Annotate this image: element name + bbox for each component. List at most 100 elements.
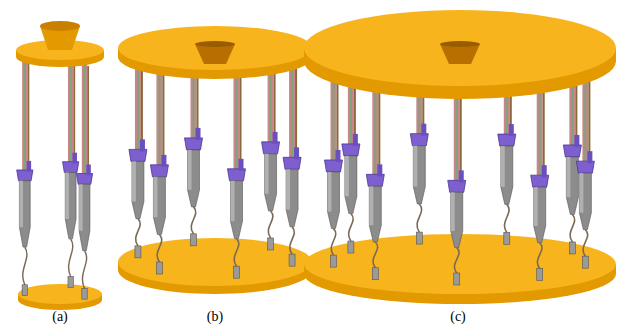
foot	[82, 288, 87, 299]
cylinder-highlight	[534, 187, 538, 226]
foot	[68, 277, 73, 288]
flex-wire	[136, 219, 141, 246]
leg-rod-stripe	[539, 82, 541, 175]
actuator-cylinder	[19, 181, 30, 247]
foot	[191, 234, 197, 246]
joint-block	[459, 170, 464, 182]
actuator-cylinder	[501, 146, 513, 204]
flex-wire	[69, 239, 73, 277]
cup-rim	[440, 41, 480, 47]
actuator-cylinder	[286, 169, 298, 226]
joint-block	[353, 134, 358, 146]
joint-block	[421, 124, 426, 136]
cylinder-highlight	[579, 173, 583, 213]
flex-wire	[504, 204, 509, 232]
base-disk	[118, 238, 312, 286]
leg-rod-side	[162, 72, 164, 165]
actuator-cylinder	[265, 154, 277, 211]
joint-block	[196, 128, 201, 140]
cylinder-highlight	[451, 192, 455, 231]
flex-wire	[290, 227, 295, 254]
foot	[416, 232, 422, 244]
cylinder-highlight	[230, 181, 234, 221]
foot	[22, 285, 27, 296]
cylinder-highlight	[327, 172, 331, 212]
flex-wire	[191, 207, 196, 234]
joint-block	[587, 151, 592, 163]
flex-wire	[417, 204, 422, 232]
joint-block	[238, 159, 243, 171]
foot	[330, 255, 336, 267]
leg-rod	[22, 59, 27, 170]
flex-wire	[454, 248, 459, 273]
joint-block	[542, 165, 547, 177]
cylinder-highlight	[345, 156, 349, 196]
leg-rod-side	[460, 92, 462, 181]
panel-label: (c)	[450, 309, 466, 325]
leg-rod-side	[295, 65, 297, 158]
cylinder-highlight	[153, 177, 157, 217]
actuator-cylinder	[79, 184, 90, 250]
leg-rod	[537, 82, 543, 175]
leg-rod	[289, 61, 295, 158]
actuator-cylinder	[327, 172, 339, 229]
cylinder-highlight	[132, 161, 136, 201]
cylinder-highlight	[501, 146, 505, 187]
leg-rod	[82, 62, 87, 173]
cylinder-highlight	[369, 186, 373, 225]
foot	[268, 238, 274, 250]
actuator-cylinder	[579, 173, 591, 230]
joint-block	[335, 150, 340, 162]
actuator-cylinder	[369, 186, 381, 242]
actuator-cylinder	[153, 177, 165, 235]
flex-wire	[23, 247, 27, 285]
joint-block	[574, 135, 579, 147]
leg-rod-side	[73, 54, 75, 161]
panel-label: (a)	[52, 309, 68, 325]
actuator-cylinder	[345, 156, 357, 214]
cylinder-highlight	[19, 181, 23, 227]
flex-wire	[373, 242, 378, 268]
leg-rod-side	[378, 85, 380, 174]
foot	[233, 266, 239, 278]
panel-label: (b)	[207, 309, 223, 325]
leg-rod-stripe	[24, 59, 26, 170]
foot	[582, 256, 588, 268]
foot	[537, 268, 543, 280]
actuator-cylinder	[65, 173, 76, 239]
joint-block	[86, 165, 91, 176]
foot	[504, 232, 510, 244]
foot	[289, 254, 295, 266]
joint-block	[294, 147, 299, 159]
joint-block	[273, 132, 278, 144]
leg-rod-stripe	[374, 81, 376, 174]
flex-wire	[537, 243, 542, 269]
top-disk	[304, 10, 616, 86]
flex-wire	[234, 239, 239, 267]
foot	[454, 273, 460, 285]
foot	[135, 246, 141, 258]
cylinder-highlight	[265, 154, 269, 194]
joint-block	[161, 155, 166, 167]
joint-block	[140, 139, 145, 151]
leg-rod	[233, 72, 239, 169]
leg-rod-stripe	[84, 62, 86, 173]
leg-rod-side	[543, 86, 545, 175]
flex-wire	[349, 214, 354, 241]
leg-rod-side	[588, 70, 590, 161]
foot	[156, 262, 162, 274]
foot	[348, 241, 354, 253]
flex-wire	[570, 215, 575, 242]
foot	[569, 242, 575, 254]
actuator-cylinder	[188, 150, 200, 207]
flex-wire	[157, 235, 162, 263]
leg-rod	[156, 68, 162, 165]
base-disk	[18, 284, 102, 304]
leg-rod	[68, 50, 73, 161]
actuator-cylinder	[230, 181, 242, 239]
leg-rod-stripe	[70, 50, 72, 161]
leg-rod-side	[87, 66, 89, 173]
leg-rod-stripe	[235, 72, 237, 169]
